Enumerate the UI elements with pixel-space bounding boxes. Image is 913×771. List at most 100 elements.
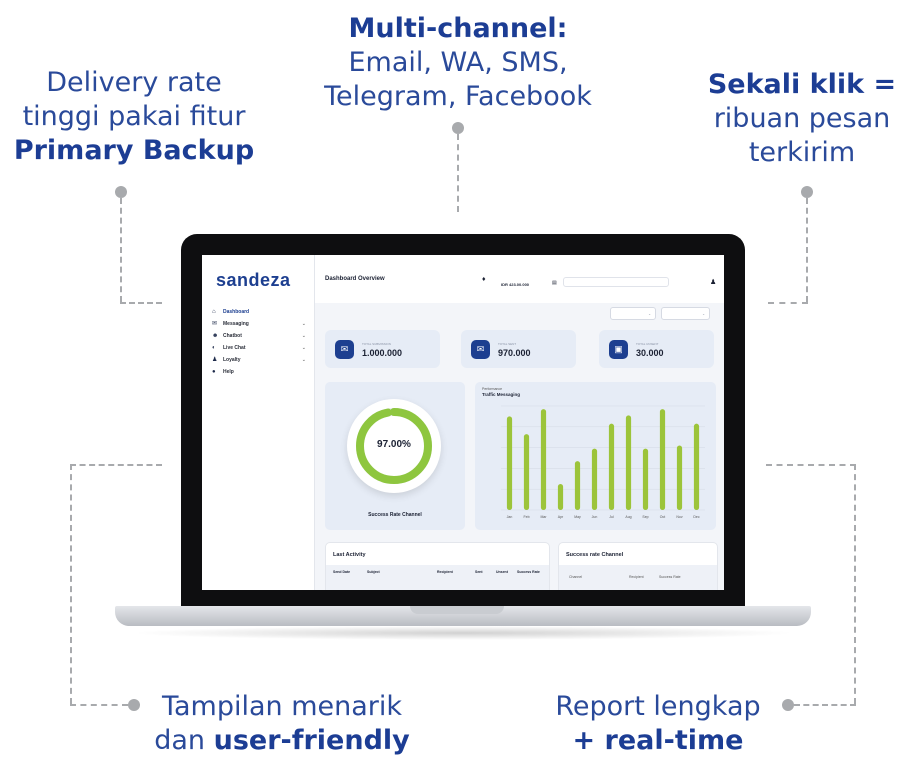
column-header: Recipient bbox=[629, 575, 644, 579]
search-input[interactable] bbox=[563, 277, 669, 287]
page-title: Dashboard Overview bbox=[325, 276, 385, 282]
bar-apr bbox=[557, 484, 564, 510]
filter-dropdown[interactable]: ⌄ bbox=[661, 307, 710, 320]
x-tick-label: Jan bbox=[507, 515, 513, 519]
bar-aug bbox=[625, 415, 632, 510]
connector-dot bbox=[128, 699, 140, 711]
callout-line: tinggi pakai fitur bbox=[22, 101, 246, 132]
connector-line bbox=[854, 464, 856, 704]
bar-jun bbox=[591, 448, 598, 510]
bar-oct bbox=[659, 409, 666, 510]
sidebar-item-label: Chatbot bbox=[223, 333, 242, 339]
callout-line: Tampilan menarik bbox=[161, 691, 403, 722]
sidebar-item-help[interactable]: ● Help bbox=[212, 369, 306, 375]
laptop-screen: sandeza ⌂Dashboard✉Messaging⌄☻Chatbot⌄◐L… bbox=[202, 255, 724, 590]
sidebar-item-live-chat[interactable]: ◐Live Chat⌄ bbox=[212, 345, 306, 351]
sidebar-item-label: Dashboard bbox=[223, 309, 250, 315]
connector-line bbox=[766, 464, 856, 466]
sidebar-item-chatbot[interactable]: ☻ Chatbot ⌄ bbox=[212, 333, 306, 339]
channel-header-bg bbox=[559, 565, 717, 590]
filter-dropdown[interactable]: ⌄ bbox=[610, 307, 656, 320]
laptop-shadow bbox=[130, 626, 796, 640]
callout-line: Telegram, Facebook bbox=[324, 81, 592, 112]
chevron-down-icon[interactable]: ⌄ bbox=[301, 357, 306, 363]
x-tick-label: Nov bbox=[676, 515, 682, 519]
connector-dot bbox=[452, 122, 464, 134]
calendar-icon: ▣ bbox=[609, 340, 628, 359]
stat-card-total-sent: ✉ TOTAL SENT 970.000 bbox=[461, 330, 576, 368]
x-tick-label: Dec bbox=[693, 515, 699, 519]
user-icon[interactable]: ♟ bbox=[710, 279, 717, 286]
sidebar-item-dashboard[interactable]: ⌂ Dashboard bbox=[212, 309, 306, 315]
x-tick-label: Jun bbox=[592, 515, 598, 519]
connector-line bbox=[806, 198, 808, 302]
topbar: Dashboard Overview ♦ IDR 423.00.000 ▤ ♟ bbox=[315, 255, 724, 303]
column-header: Subject bbox=[367, 570, 380, 574]
callout-line: Delivery rate bbox=[46, 67, 222, 98]
sidebar-item-label: Help bbox=[223, 369, 234, 375]
callout-bold: + real-time bbox=[572, 725, 744, 756]
x-tick-label: Jul bbox=[609, 515, 614, 519]
bar-jan bbox=[506, 416, 513, 510]
x-tick-label: May bbox=[574, 515, 581, 519]
callout-line: ribuan pesan bbox=[713, 103, 891, 134]
callout-line: dan user-friendly bbox=[154, 725, 410, 756]
last-activity-header-bg bbox=[326, 565, 549, 590]
bar-nov bbox=[676, 445, 683, 510]
bot-icon: ☻ bbox=[212, 333, 219, 339]
chevron-down-icon[interactable]: ⌄ bbox=[301, 345, 306, 351]
sidebar-item-loyalty[interactable]: ♟Loyalty⌄ bbox=[212, 357, 306, 363]
sandeza-logo[interactable]: sandeza bbox=[216, 270, 291, 290]
sidebar-item-label: Messaging bbox=[223, 321, 249, 327]
column-header: Send Date bbox=[333, 570, 351, 574]
callout-bold: Primary Backup bbox=[13, 135, 255, 166]
success-rate-panel: 97.00% Success Rate Channel bbox=[325, 382, 465, 530]
last-activity-panel: Last Activity Send Date Subject Recipien… bbox=[325, 542, 550, 590]
x-tick-label: Mar bbox=[540, 515, 547, 519]
x-tick-label: Oct bbox=[660, 515, 665, 519]
stat-value: 30.000 bbox=[636, 348, 664, 358]
help-icon: ● bbox=[212, 369, 216, 375]
connector-line bbox=[70, 464, 72, 704]
chat-icon: ◐ bbox=[212, 345, 216, 351]
stat-card-total-unsent: ▣ TOTAL UNSENT 30.000 bbox=[599, 330, 714, 368]
gauge-arc bbox=[356, 408, 432, 484]
stat-label: TOTAL UNSENT bbox=[636, 342, 659, 346]
chevron-down-icon: ⌄ bbox=[648, 312, 651, 316]
x-tick-label: Apr bbox=[558, 515, 564, 519]
stat-value: 1.000.000 bbox=[362, 348, 403, 358]
bar-jul bbox=[608, 423, 615, 510]
performance-title: Traffic Messaging bbox=[482, 392, 521, 397]
home-icon: ⌂ bbox=[212, 309, 216, 315]
chevron-down-icon[interactable]: ⌄ bbox=[301, 333, 306, 339]
connector-line bbox=[120, 302, 162, 304]
callout-one-click: Sekali klik = ribuan pesan terkirim bbox=[694, 68, 910, 170]
column-header: Success Rate bbox=[659, 575, 681, 579]
connector-dot bbox=[782, 699, 794, 711]
x-tick-label: Aug bbox=[625, 515, 631, 519]
wallet-icon[interactable]: ▤ bbox=[552, 280, 557, 286]
connector-line bbox=[120, 198, 122, 302]
sidebar-item-label: Loyalty bbox=[223, 357, 241, 363]
chevron-down-icon: ⌄ bbox=[702, 312, 705, 316]
connector-line bbox=[794, 704, 856, 706]
sidebar: sandeza ⌂Dashboard✉Messaging⌄☻Chatbot⌄◐L… bbox=[202, 255, 315, 590]
x-tick-label: Feb bbox=[523, 515, 529, 519]
connector-line bbox=[457, 134, 459, 212]
connector-dot bbox=[801, 186, 813, 198]
success-rate-ring: 97.00% bbox=[347, 399, 441, 493]
connector-line bbox=[70, 704, 128, 706]
connector-line bbox=[70, 464, 162, 466]
sidebar-item-messaging[interactable]: ✉Messaging⌄ bbox=[212, 321, 306, 327]
column-header: Success Rate bbox=[517, 570, 540, 574]
chevron-down-icon[interactable]: ⌄ bbox=[301, 321, 306, 327]
column-header: Channel bbox=[569, 575, 583, 579]
notification-icon[interactable]: ♦ bbox=[482, 276, 486, 283]
stat-value: 970.000 bbox=[498, 348, 531, 358]
bar-mar bbox=[540, 409, 547, 510]
success-rate-value: 97.00% bbox=[377, 439, 411, 450]
callout-user-friendly: Tampilan menarik dan user-friendly bbox=[140, 690, 424, 758]
callout-primary-backup: Delivery rate tinggi pakai fitur Primary… bbox=[6, 66, 262, 168]
envelope-icon: ✉ bbox=[335, 340, 354, 359]
callout-line: Email, WA, SMS, bbox=[348, 47, 568, 78]
